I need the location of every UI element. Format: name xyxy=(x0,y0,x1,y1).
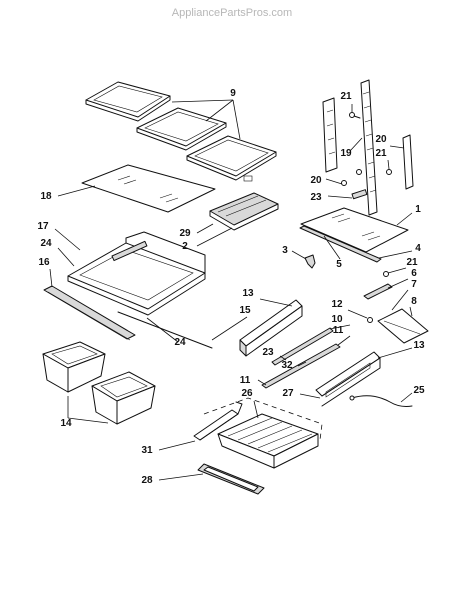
callout-label-5: 5 xyxy=(336,259,342,270)
callout-label-14: 14 xyxy=(60,418,72,429)
callout-label-1: 1 xyxy=(415,204,421,215)
callout-label-21: 21 xyxy=(406,257,418,268)
callout-label-26: 26 xyxy=(241,388,253,399)
part-12-fastener xyxy=(367,317,373,323)
callout-label-13: 13 xyxy=(413,340,425,351)
part-9-shelf-frame-middle xyxy=(136,107,227,151)
part-2-shelf-trim xyxy=(209,192,279,231)
part-28-drawer-front-trim xyxy=(197,463,265,495)
callout-label-9: 9 xyxy=(230,88,236,99)
callout-label-2: 2 xyxy=(182,241,188,252)
part-6-rail-bracket xyxy=(363,271,393,300)
callout-label-21: 21 xyxy=(375,148,387,159)
callout-label-31: 31 xyxy=(141,445,153,456)
callout-label-4: 4 xyxy=(415,243,421,254)
part-14-crisper-bin-right xyxy=(91,371,156,425)
callout-label-24: 24 xyxy=(174,337,186,348)
part-26-drawer-basket xyxy=(217,413,319,469)
callout-label-6: 6 xyxy=(411,268,417,279)
callout-label-32: 32 xyxy=(281,360,293,371)
part-13-drawer-slide-right xyxy=(315,351,381,407)
callout-label-3: 3 xyxy=(282,245,288,256)
part-9-shelf-frame-left xyxy=(85,81,171,122)
callout-label-28: 28 xyxy=(141,475,153,486)
part-25-wire-harness xyxy=(349,395,413,407)
watermark-text: AppliancePartsPros.com xyxy=(172,7,292,19)
part-18-glass-shelf xyxy=(81,164,216,213)
callout-label-15: 15 xyxy=(239,305,251,316)
callout-label-17: 17 xyxy=(37,221,49,232)
part-9-shelf-frame-right xyxy=(186,135,277,182)
part-19-ladder-rail xyxy=(360,79,378,216)
callout-label-10: 10 xyxy=(331,314,343,325)
callout-label-18: 18 xyxy=(40,191,52,202)
callout-label-11: 11 xyxy=(333,325,344,336)
callout-label-8: 8 xyxy=(411,296,417,307)
callout-label-24: 24 xyxy=(40,238,52,249)
part-1-glass-shelf-right xyxy=(300,207,409,253)
callout-label-27: 27 xyxy=(282,388,294,399)
part-8-slide-rail xyxy=(377,308,429,344)
part-21-screw xyxy=(341,112,392,186)
callout-labels: 9 21 20 19 21 20 23 18 1 17 29 2 24 3 4 21 16 5 67 13 8 12 15 1… xyxy=(37,88,425,486)
callout-label-11: 11 xyxy=(240,375,251,386)
callout-label-23: 23 xyxy=(262,347,274,358)
part-31-basket-divider xyxy=(193,401,243,441)
callout-label-19: 19 xyxy=(340,148,352,159)
callout-label-23: 23 xyxy=(310,192,322,203)
callout-label-16: 16 xyxy=(38,257,50,268)
callout-label-7: 7 xyxy=(411,279,417,290)
callout-label-25: 25 xyxy=(413,385,425,396)
callout-label-12: 12 xyxy=(331,299,343,310)
part-11-slide-bar xyxy=(261,327,341,389)
part-23-standoff xyxy=(351,189,368,200)
part-13-drawer-slide-left xyxy=(239,299,303,357)
part-3-clip xyxy=(304,254,316,269)
part-14-crisper-bin-left xyxy=(42,341,106,393)
part-5-shelf-trim-strip xyxy=(299,225,382,263)
part-17-shelf-assembly xyxy=(67,231,213,349)
callout-label-21: 21 xyxy=(340,91,352,102)
part-16-shelf-rail xyxy=(43,285,136,341)
callout-label-29: 29 xyxy=(179,228,191,239)
callout-label-13: 13 xyxy=(242,288,254,299)
callout-label-20: 20 xyxy=(375,134,387,145)
part-20-bracket-left xyxy=(322,97,338,173)
callout-label-20: 20 xyxy=(310,175,322,186)
part-20-bracket-right xyxy=(402,134,414,190)
